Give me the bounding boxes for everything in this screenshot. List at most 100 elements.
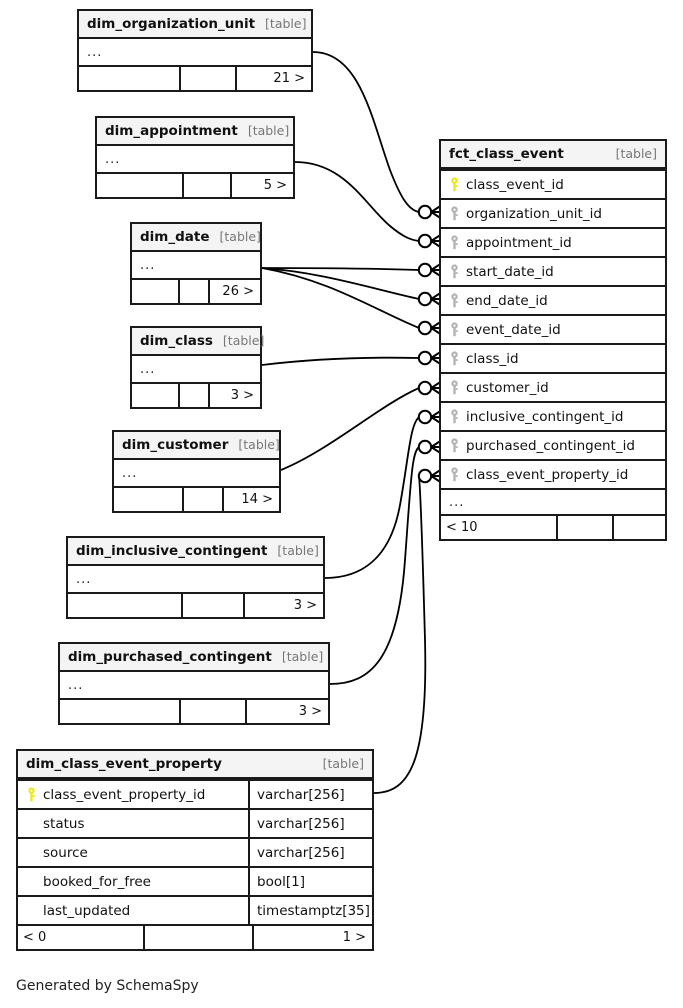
table-dim-organization-unit[interactable]: dim_organization_unit [table] ... 21 > bbox=[77, 9, 313, 92]
foreign-key-icon bbox=[451, 235, 458, 250]
column-row[interactable]: inclusive_contingent_id bbox=[441, 401, 665, 430]
table-dim-customer[interactable]: dim_customer [table] ... 14 > bbox=[112, 430, 281, 513]
table-dim-inclusive-contingent[interactable]: dim_inclusive_contingent [table] ... 3 > bbox=[66, 536, 325, 619]
table-fct-class-event[interactable]: fct_class_event [table] class_event_id bbox=[439, 139, 667, 541]
column-row[interactable]: class_id bbox=[441, 343, 665, 372]
table-footer: 14 > bbox=[114, 486, 279, 511]
footer-middle bbox=[182, 174, 230, 197]
generator-credit: Generated by SchemaSpy bbox=[16, 978, 199, 994]
footer-middle bbox=[143, 926, 252, 949]
table-header: dim_customer [table] bbox=[114, 432, 280, 460]
column-name: class_event_property_id bbox=[43, 786, 206, 803]
table-footer: 3 > bbox=[132, 382, 260, 407]
footer-middle bbox=[182, 488, 222, 511]
footer-right-count: 5 > bbox=[230, 174, 293, 197]
column-name: class_id bbox=[466, 350, 519, 367]
table-type-tag: [table] bbox=[322, 756, 364, 771]
footer-left bbox=[132, 384, 178, 407]
column-name: appointment_id bbox=[466, 234, 572, 251]
foreign-key-icon bbox=[451, 351, 458, 366]
footer-middle bbox=[179, 700, 245, 723]
table-footer: 5 > bbox=[97, 172, 293, 197]
column-row[interactable]: class_event_property_id varchar[256] bbox=[18, 779, 372, 808]
table-type-tag: [table] bbox=[281, 649, 324, 664]
column-name: end_date_id bbox=[466, 292, 548, 309]
column-row[interactable]: last_updated timestamptz[35] bbox=[18, 895, 372, 924]
collapsed-columns-indicator: ... bbox=[140, 257, 156, 273]
column-row[interactable]: class_event_property_id bbox=[441, 459, 665, 488]
column-row[interactable]: class_event_id bbox=[441, 169, 665, 198]
column-name: organization_unit_id bbox=[466, 205, 602, 222]
collapsed-columns-indicator: ... bbox=[87, 44, 103, 60]
table-type-tag: [table] bbox=[222, 333, 265, 348]
table-header: dim_inclusive_contingent [table] bbox=[68, 538, 323, 566]
column-row[interactable]: end_date_id bbox=[441, 285, 665, 314]
column-name: class_event_property_id bbox=[466, 466, 629, 483]
table-footer: 21 > bbox=[79, 65, 311, 90]
column-type: timestamptz[35] bbox=[248, 897, 372, 924]
column-row[interactable]: event_date_id bbox=[441, 314, 665, 343]
footer-left bbox=[60, 700, 179, 723]
collapsed-columns-indicator: ... bbox=[76, 571, 92, 587]
column-row[interactable]: start_date_id bbox=[441, 256, 665, 285]
footer-middle bbox=[556, 516, 612, 539]
foreign-key-icon bbox=[451, 409, 458, 424]
column-name: start_date_id bbox=[466, 263, 554, 280]
primary-key-icon bbox=[451, 177, 458, 192]
column-list: class_event_property_id varchar[256] sta… bbox=[18, 779, 372, 924]
table-header: dim_class [table] bbox=[132, 328, 264, 356]
column-row[interactable]: status varchar[256] bbox=[18, 808, 372, 837]
footer-right-count: 3 > bbox=[245, 700, 328, 723]
table-title: dim_organization_unit bbox=[87, 15, 256, 32]
footer-left bbox=[79, 67, 179, 90]
column-row[interactable]: customer_id bbox=[441, 372, 665, 401]
foreign-key-icon bbox=[451, 380, 458, 395]
column-name: last_updated bbox=[43, 902, 131, 919]
column-row[interactable]: purchased_contingent_id bbox=[441, 430, 665, 459]
footer-left bbox=[132, 280, 178, 303]
table-dim-purchased-contingent[interactable]: dim_purchased_contingent [table] ... 3 > bbox=[58, 642, 330, 725]
footer-middle bbox=[181, 594, 243, 617]
table-dim-class[interactable]: dim_class [table] ... 3 > bbox=[130, 326, 264, 409]
column-name: source bbox=[43, 844, 88, 861]
table-title: dim_class bbox=[140, 332, 213, 349]
table-dim-appointment[interactable]: dim_appointment [table] ... 5 > bbox=[95, 116, 295, 199]
foreign-key-icon bbox=[451, 467, 458, 482]
table-type-tag: [table] bbox=[265, 16, 307, 31]
footer-left bbox=[114, 488, 182, 511]
footer-right-count: 14 > bbox=[222, 488, 279, 511]
table-title: dim_inclusive_contingent bbox=[76, 542, 268, 559]
column-name: event_date_id bbox=[466, 321, 561, 338]
column-name: customer_id bbox=[466, 379, 549, 396]
column-row[interactable]: organization_unit_id bbox=[441, 198, 665, 227]
table-type-tag: [table] bbox=[615, 146, 657, 161]
column-type: varchar[256] bbox=[248, 810, 372, 837]
foreign-key-icon bbox=[451, 264, 458, 279]
table-type-tag: [table] bbox=[247, 123, 290, 138]
footer-right-count: 1 > bbox=[252, 926, 372, 949]
collapsed-columns-indicator: ... bbox=[122, 465, 138, 481]
column-row[interactable]: appointment_id bbox=[441, 227, 665, 256]
table-title: dim_class_event_property bbox=[26, 755, 222, 772]
table-dim-date[interactable]: dim_date [table] ... 26 > bbox=[130, 222, 262, 305]
table-dim-class-event-property[interactable]: dim_class_event_property [table] class_e… bbox=[16, 749, 374, 951]
footer-right-count: 26 > bbox=[208, 280, 260, 303]
footer-left bbox=[97, 174, 182, 197]
table-header: dim_date [table] bbox=[132, 224, 261, 252]
column-name: booked_for_free bbox=[43, 873, 151, 890]
primary-key-icon bbox=[28, 787, 35, 802]
table-footer: 26 > bbox=[132, 278, 260, 303]
table-footer: 3 > bbox=[60, 698, 328, 723]
table-title: dim_date bbox=[140, 228, 210, 245]
footer-right-count: 3 > bbox=[208, 384, 260, 407]
table-header: dim_organization_unit [table] bbox=[79, 11, 311, 39]
footer-middle bbox=[178, 384, 208, 407]
column-row[interactable]: source varchar[256] bbox=[18, 837, 372, 866]
foreign-key-icon bbox=[451, 322, 458, 337]
table-type-tag: [table] bbox=[277, 543, 319, 558]
column-name: inclusive_contingent_id bbox=[466, 408, 624, 425]
column-type: varchar[256] bbox=[248, 839, 372, 866]
column-row[interactable]: booked_for_free bool[1] bbox=[18, 866, 372, 895]
table-footer: < 0 1 > bbox=[18, 924, 372, 949]
